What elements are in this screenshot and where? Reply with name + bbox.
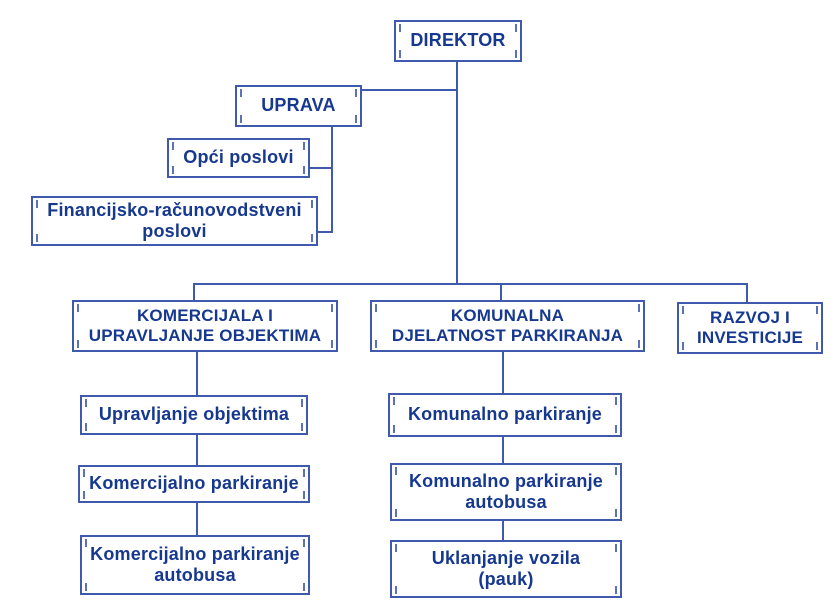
- node-komunalna-label: KOMUNALNA DJELATNOST PARKIRANJA: [391, 305, 624, 345]
- connector-komercijala-child2: [196, 435, 198, 465]
- node-uprava-label: UPRAVA: [261, 95, 336, 116]
- connector-komercijala-child1: [196, 352, 198, 395]
- node-komercijala-i-upravljanje-objektima: KOMERCIJALA I UPRAVLJANJE OBJEKTIMA: [72, 300, 338, 352]
- node-komunalno-parkiranje-autobusa-label: Komunalno parkiranje autobusa: [408, 470, 604, 512]
- node-komunalno-parkiranje-autobusa: Komunalno parkiranje autobusa: [390, 463, 622, 521]
- connector-opci-elbow: [310, 167, 333, 169]
- node-komercijalno-parkiranje-autobusa: Komercijalno parkiranje autobusa: [80, 535, 310, 595]
- connector-komunalna-child3: [502, 521, 504, 540]
- node-direktor-label: DIREKTOR: [410, 30, 506, 51]
- node-komercijalno-parkiranje: Komercijalno parkiranje: [78, 465, 310, 503]
- connector-komercijala-child3: [196, 503, 198, 535]
- connector-komunalna-child1: [502, 352, 504, 393]
- connector-direktor-vertical: [456, 62, 458, 284]
- connector-drop-komunalna: [500, 283, 502, 301]
- node-direktor: DIREKTOR: [394, 20, 522, 62]
- node-upravljanje-objektima-label: Upravljanje objektima: [98, 404, 290, 425]
- connector-komunalna-child2: [502, 437, 504, 463]
- node-uklanjanje-vozila-pauk: Uklanjanje vozila (pauk): [390, 540, 622, 598]
- connector-financije-elbow: [318, 231, 333, 233]
- node-upravljanje-objektima: Upravljanje objektima: [80, 395, 308, 435]
- node-komercijala-label: KOMERCIJALA I UPRAVLJANJE OBJEKTIMA: [88, 305, 322, 345]
- node-uklanjanje-vozila-label: Uklanjanje vozila (pauk): [431, 547, 581, 589]
- connector-drop-razvoj: [746, 283, 748, 303]
- node-opci-poslovi: Opći poslovi: [167, 138, 310, 178]
- node-komercijalno-parkiranje-autobusa-label: Komercijalno parkiranje autobusa: [90, 543, 300, 585]
- node-opci-poslovi-label: Opći poslovi: [183, 147, 294, 168]
- node-komunalno-parkiranje: Komunalno parkiranje: [388, 393, 622, 437]
- node-razvoj-i-investicije: RAZVOJ I INVESTICIJE: [677, 302, 823, 354]
- node-financijsko-label: Financijsko-računovodstveni poslovi: [47, 199, 302, 241]
- connector-drop-komercijala: [193, 283, 195, 301]
- connector-uprava-vertical: [331, 127, 333, 233]
- node-financijsko-racunovodstveni-poslovi: Financijsko-računovodstveni poslovi: [31, 196, 318, 246]
- node-razvoj-label: RAZVOJ I INVESTICIJE: [696, 307, 804, 347]
- node-komunalno-parkiranje-label: Komunalno parkiranje: [407, 404, 603, 425]
- node-komercijalno-parkiranje-label: Komercijalno parkiranje: [89, 473, 299, 494]
- node-uprava: UPRAVA: [235, 85, 362, 127]
- connector-uprava-horizontal: [362, 89, 458, 91]
- connector-departments-bus: [193, 283, 748, 285]
- node-komunalna-djelatnost-parkiranja: KOMUNALNA DJELATNOST PARKIRANJA: [370, 300, 645, 352]
